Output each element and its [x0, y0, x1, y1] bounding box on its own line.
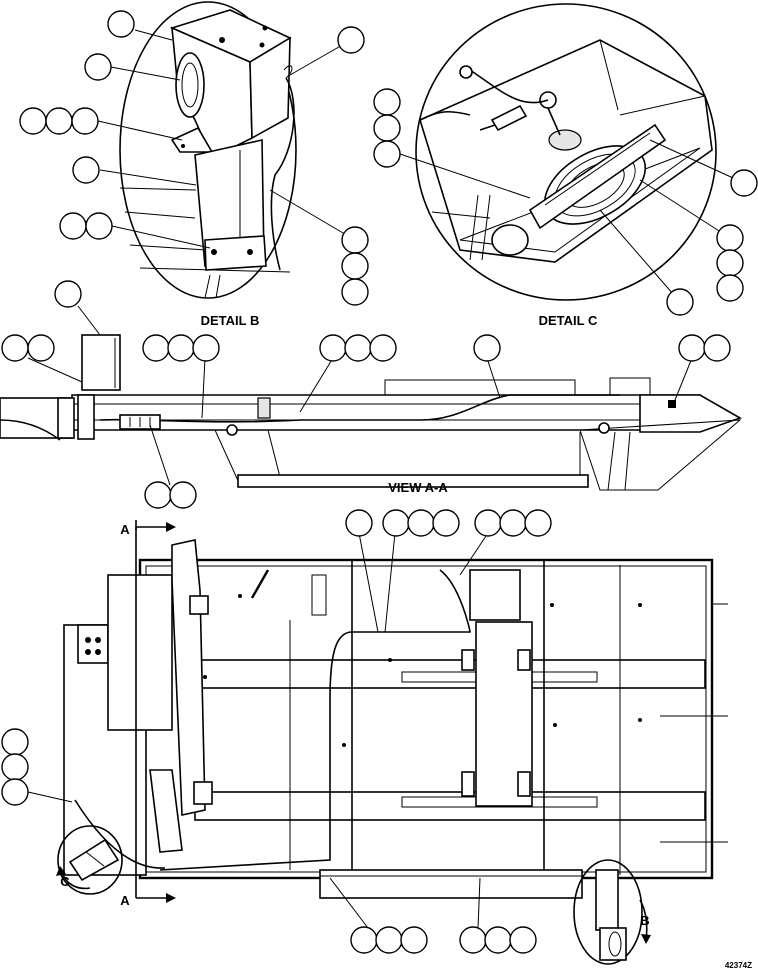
section-a-top-label: A — [120, 522, 130, 537]
detail-c-view — [415, 3, 717, 301]
section-a-bottom-label: A — [120, 893, 130, 908]
plan-view — [57, 539, 728, 965]
detail-b-marker: B — [640, 913, 649, 928]
view-aa-section — [0, 334, 742, 491]
detail-b-label: DETAIL B — [201, 313, 260, 328]
callout-bubbles — [1, 10, 758, 954]
detail-b-view — [119, 1, 297, 299]
detail-c-marker: C — [60, 874, 70, 889]
view-aa-label: VIEW A-A — [388, 480, 448, 495]
detail-c-label: DETAIL C — [539, 313, 598, 328]
section-a-markers — [56, 520, 651, 944]
callout-leaders — [27, 29, 745, 929]
drawing-number: 42374Z — [725, 961, 752, 970]
